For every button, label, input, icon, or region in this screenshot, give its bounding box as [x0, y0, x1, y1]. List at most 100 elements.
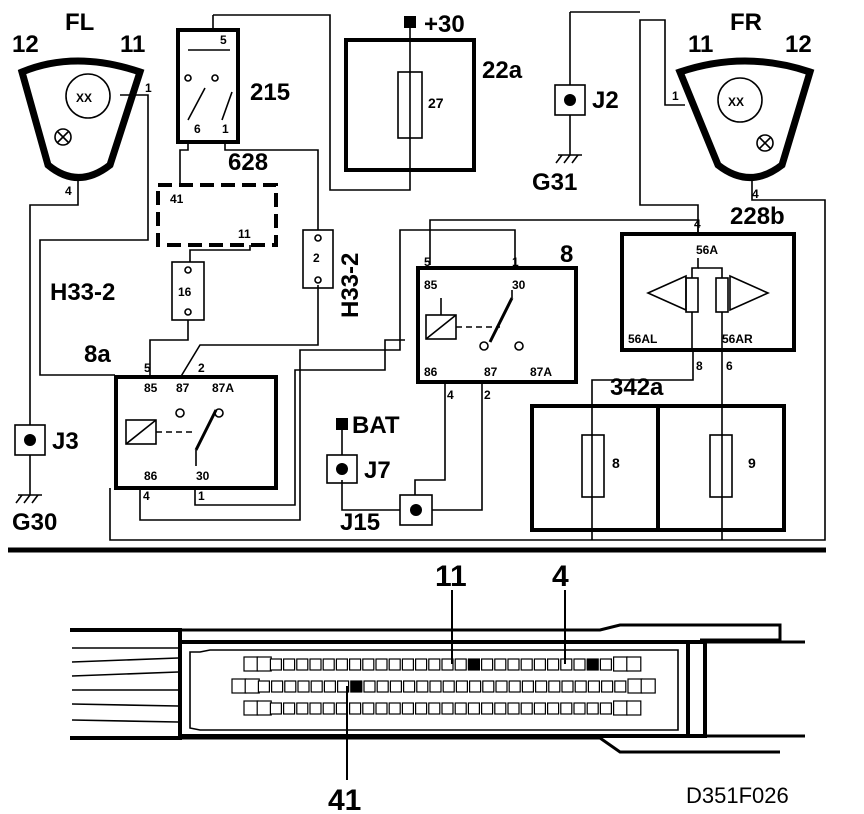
- switch-215: 5 6 1 215: [176, 28, 290, 144]
- ecu-pin: [441, 702, 454, 715]
- ecu-pin: [612, 656, 629, 672]
- ecu-pin: [560, 702, 573, 715]
- ecu-pin: [403, 680, 416, 693]
- ecu-pin: [428, 702, 441, 715]
- ecu-pin: [482, 680, 495, 693]
- unit-228b-arrow-left: [646, 274, 687, 312]
- ecu-pin: [362, 658, 375, 671]
- lamp-fr: XX FR 11 12 1 4: [672, 9, 815, 201]
- ecu-pin: [429, 680, 442, 693]
- lamp-fr-bulb-main: [717, 77, 763, 123]
- relay-8-t86: 86: [424, 365, 438, 379]
- relay-8-contact-87a: [514, 341, 524, 351]
- unit-228b-pin-out-left: 8: [696, 359, 703, 373]
- connector-h33-right-bottom-pin: [314, 276, 322, 284]
- connector-j15-box: [399, 494, 433, 526]
- ecu-pin: [546, 702, 560, 715]
- ecu-bottom-edge: [100, 736, 780, 754]
- ecu-cable-strand: [71, 719, 179, 723]
- ecu-pin: [507, 658, 520, 671]
- connector-h33-left-label: H33-2: [50, 279, 115, 306]
- unit-228b-resistor-left: [685, 277, 699, 313]
- relay-8-label: 8: [560, 241, 573, 268]
- ground-g30-hatch-c: [31, 494, 39, 504]
- connector-h33-right-label: H33-2: [337, 253, 364, 318]
- relay-8a-body: [114, 375, 278, 490]
- relay-8a-t30: 30: [196, 469, 210, 483]
- connector-j15-label: J15: [340, 509, 380, 536]
- ecu-pin: [481, 658, 494, 671]
- lamp-fl-pin-right: 11: [120, 31, 145, 58]
- relay-8-body: [416, 266, 578, 384]
- ecu-pin: [256, 700, 272, 716]
- wiring: [29, 11, 826, 541]
- lamp-fl-pin-side: 1: [145, 81, 152, 95]
- ecu-pin: [614, 680, 627, 693]
- lamp-fl-housing: [17, 57, 145, 181]
- ecu-pin: [269, 702, 282, 715]
- relay-8-coil-diag: [425, 314, 457, 340]
- fuse-box-342a-left: [530, 404, 660, 532]
- ecu-pin: [520, 658, 533, 671]
- lamp-fr-housing: [675, 57, 815, 181]
- ecu-pin: [310, 680, 323, 693]
- unit-228b-resistor-right: [715, 277, 729, 313]
- fuse-box-22a-label: 22a: [482, 57, 523, 84]
- figure-code: D351F026: [686, 783, 789, 808]
- ecu-pin: [269, 658, 282, 671]
- ecu-pin-highlighted: [350, 680, 363, 693]
- ecu-pin: [322, 702, 335, 715]
- ecu-pin: [401, 658, 414, 671]
- connector-j2-dot: [564, 94, 576, 106]
- ground-g31: J2 G31: [532, 84, 619, 196]
- ecu-pin: [297, 680, 310, 693]
- wire-628-pin11: [189, 245, 251, 262]
- unit-228b-pin-in: 4: [694, 217, 701, 231]
- ecu-pin: [520, 702, 533, 715]
- ecu-pin: [640, 678, 656, 694]
- ecu-pin: [401, 702, 414, 715]
- wire-h33r-8a: [179, 285, 319, 379]
- unit-228b-label: 228b: [730, 203, 785, 230]
- relay-8a-pin-87-wire: 2: [198, 361, 205, 375]
- ecu-pin: [257, 680, 270, 693]
- ecu-pin: [454, 658, 467, 671]
- relay-8-t87: 87: [484, 365, 498, 379]
- ecu-pin: [494, 702, 507, 715]
- ecu-pin: [415, 658, 428, 671]
- ecu-top-edge: [100, 623, 782, 642]
- lamp-fr-pin-bottom: 4: [752, 187, 759, 201]
- relay-8a-pin-85-wire: 5: [144, 361, 151, 375]
- switch-215-blade-b: [221, 91, 233, 121]
- ecu-pin: [469, 680, 482, 693]
- lamp-fr-pin-right: 12: [785, 31, 812, 58]
- unit-628-pin-b: 11: [238, 227, 251, 241]
- ecu-pin: [507, 702, 520, 715]
- relay-8-t85: 85: [424, 278, 438, 292]
- wire-fl-pin4: [29, 178, 79, 425]
- ecu-pin: [599, 702, 613, 715]
- connector-h33-right-top-pin: [314, 234, 322, 242]
- ecu-pin: [296, 702, 309, 715]
- ecu-pin: [323, 680, 336, 693]
- lamp-fr-bulb-cross-b: [758, 136, 772, 150]
- wire-j7-j15: [341, 480, 400, 511]
- ecu-pin: [376, 680, 389, 693]
- fuse-8-body: [581, 434, 605, 498]
- unit-228b-56a: 56A: [696, 243, 718, 257]
- ground-g31-hatch-a: [555, 154, 563, 164]
- battery-group: BAT J7 J15: [326, 412, 433, 536]
- ecu-pin: [243, 700, 259, 716]
- relay-8-pin-top-right: 1: [512, 255, 519, 269]
- relay-8-pin-86-wire: 4: [447, 388, 454, 402]
- wire-215-pin6: [179, 140, 189, 185]
- lamp-fr-pin-left: 11: [688, 31, 713, 58]
- lamp-fl-label: FL: [65, 9, 94, 36]
- ecu-pin-11-label: 11: [435, 560, 467, 593]
- connector-h33-left-bottom-pin: [184, 308, 192, 316]
- switch-215-pin-left: 6: [194, 122, 201, 136]
- ecu-pin-4-label: 4: [552, 560, 569, 593]
- ecu-housing-inner: [189, 649, 679, 731]
- wire-fr-pin4: [109, 178, 826, 541]
- ecu-pin: [481, 702, 494, 715]
